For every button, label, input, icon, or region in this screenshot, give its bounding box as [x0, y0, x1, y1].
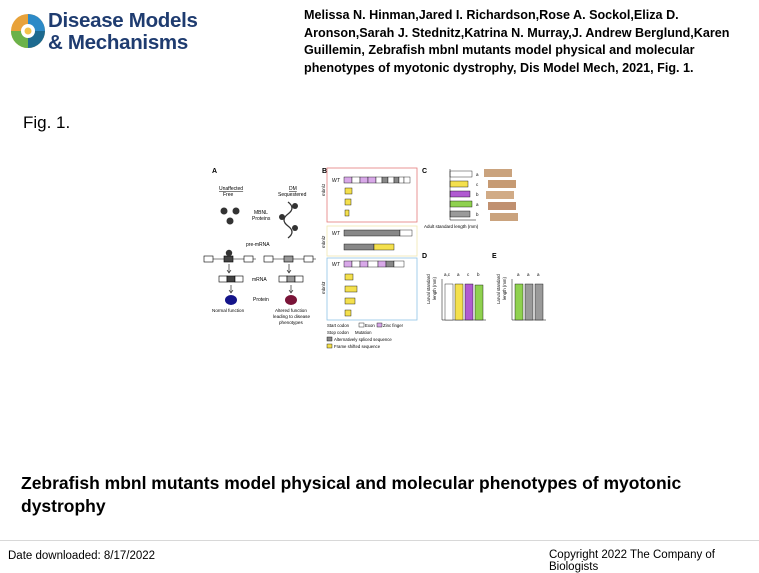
panel-b-letter: B	[322, 168, 327, 175]
journal-logo-text: Disease Models & Mechanisms	[48, 10, 198, 54]
panel-a-pre-mrna: pre-mRNA	[246, 242, 270, 248]
copyright: Copyright 2022 The Company of Biologists	[549, 549, 715, 573]
legend-frame-shifted: Frame shifted sequence	[334, 344, 381, 349]
panel-a-sequestered: Sequestered	[278, 192, 307, 198]
panel-d-ylabel-2: length (mm)	[432, 277, 437, 300]
legend-alt-spliced: Alternatively spliced sequence	[334, 337, 392, 342]
mbnl3-wt: WT	[332, 262, 341, 268]
panel-a-unaffected: Unaffected	[219, 186, 243, 192]
mbnl1-wt: WT	[332, 178, 341, 184]
panel-e-sig-1: a	[527, 272, 530, 277]
panel-d-sig-3: b	[477, 272, 480, 277]
altered-protein-icon	[285, 295, 297, 305]
mbnl-protein-dots	[220, 207, 240, 225]
panel-c-sig-3: a	[476, 202, 479, 207]
mbnl1-box	[326, 167, 418, 223]
legend-mutation: Mutation	[355, 330, 372, 335]
panel-c-bars	[449, 170, 473, 218]
panel-d-bars	[444, 283, 484, 321]
journal-logo-mark	[11, 14, 45, 48]
legend-exon: Exon	[365, 323, 375, 328]
figure-title: Zebrafish mbnl mutants model physical an…	[21, 473, 682, 516]
panel-a-normal-function: Normal function	[212, 308, 245, 313]
logo-line-1: Disease Models	[48, 9, 198, 32]
citation-text: Melissa N. Hinman,Jared I. Richardson,Ro…	[304, 8, 730, 75]
footer-divider	[0, 540, 759, 541]
panel-a-proteins: Proteins	[252, 216, 271, 222]
panel-e-letter: E	[492, 253, 497, 260]
panel-a-protein: Protein	[253, 297, 269, 303]
panel-d-ylabel-1: Larval standard	[426, 274, 431, 304]
panel-d-sig-1: a	[457, 272, 460, 277]
ctg-repeat-rna	[283, 201, 293, 239]
gene-label-mbnl3: mbnl3	[321, 281, 326, 294]
panel-e-ylabel-2: length (mm)	[502, 277, 507, 300]
panel-c-letter: C	[422, 168, 427, 175]
pre-mrna-right	[263, 255, 316, 263]
figure-image: A Unaffected Free DM Sequestered MBNL Pr…	[203, 167, 546, 349]
mbnl3-box	[326, 257, 418, 321]
panel-a-mrna: mRNA	[252, 277, 267, 283]
mbnl2-wt: WT	[332, 231, 341, 237]
panel-c-sig-2: b	[476, 192, 479, 197]
panel-a-letter: A	[212, 168, 217, 175]
panel-a-altered-1: Altered function	[275, 308, 307, 313]
panel-c-sig-4: b	[476, 212, 479, 217]
panel-e-bars	[514, 283, 544, 321]
figure-label: Fig. 1.	[23, 113, 71, 132]
panel-c-sig-0: a	[476, 172, 479, 177]
gene-label-mbnl1: mbnl1	[321, 183, 326, 196]
panel-d-sig-0: a,c	[444, 272, 451, 277]
pre-mrna-left	[203, 255, 256, 263]
panel-a-altered-2: leading to disease	[273, 314, 310, 319]
panel-d-sig-2: c	[467, 272, 470, 277]
normal-protein-icon	[225, 295, 237, 305]
legend-stop-codon: Stop codon	[327, 330, 349, 335]
date-downloaded: Date downloaded: 8/17/2022	[8, 550, 156, 562]
panel-e-ylabel-1: Larval standard	[496, 274, 501, 304]
panel-a-free: Free	[223, 192, 234, 198]
legend-zinc-finger: Zinc finger	[383, 323, 404, 328]
panel-a-mbnl: MBNL	[254, 210, 268, 216]
legend-start-codon: Start codon	[327, 323, 350, 328]
panel-e-sig-2: a	[537, 272, 540, 277]
journal-logo	[8, 8, 198, 54]
panel-e-sig-0: a	[517, 272, 520, 277]
panel-d-letter: D	[422, 253, 427, 260]
mbnl2-box	[326, 225, 418, 257]
panel-a-dm: DM	[289, 186, 297, 192]
panel-a-altered-3: phenotypes	[279, 320, 303, 325]
logo-line-2: & Mechanisms	[48, 31, 188, 54]
panel-c-xlabel: Adult standard length (mm)	[424, 224, 479, 229]
fish-images	[484, 169, 518, 221]
gene-label-mbnl2: mbnl2	[321, 235, 326, 248]
panel-c-sig-1: c	[476, 182, 479, 187]
